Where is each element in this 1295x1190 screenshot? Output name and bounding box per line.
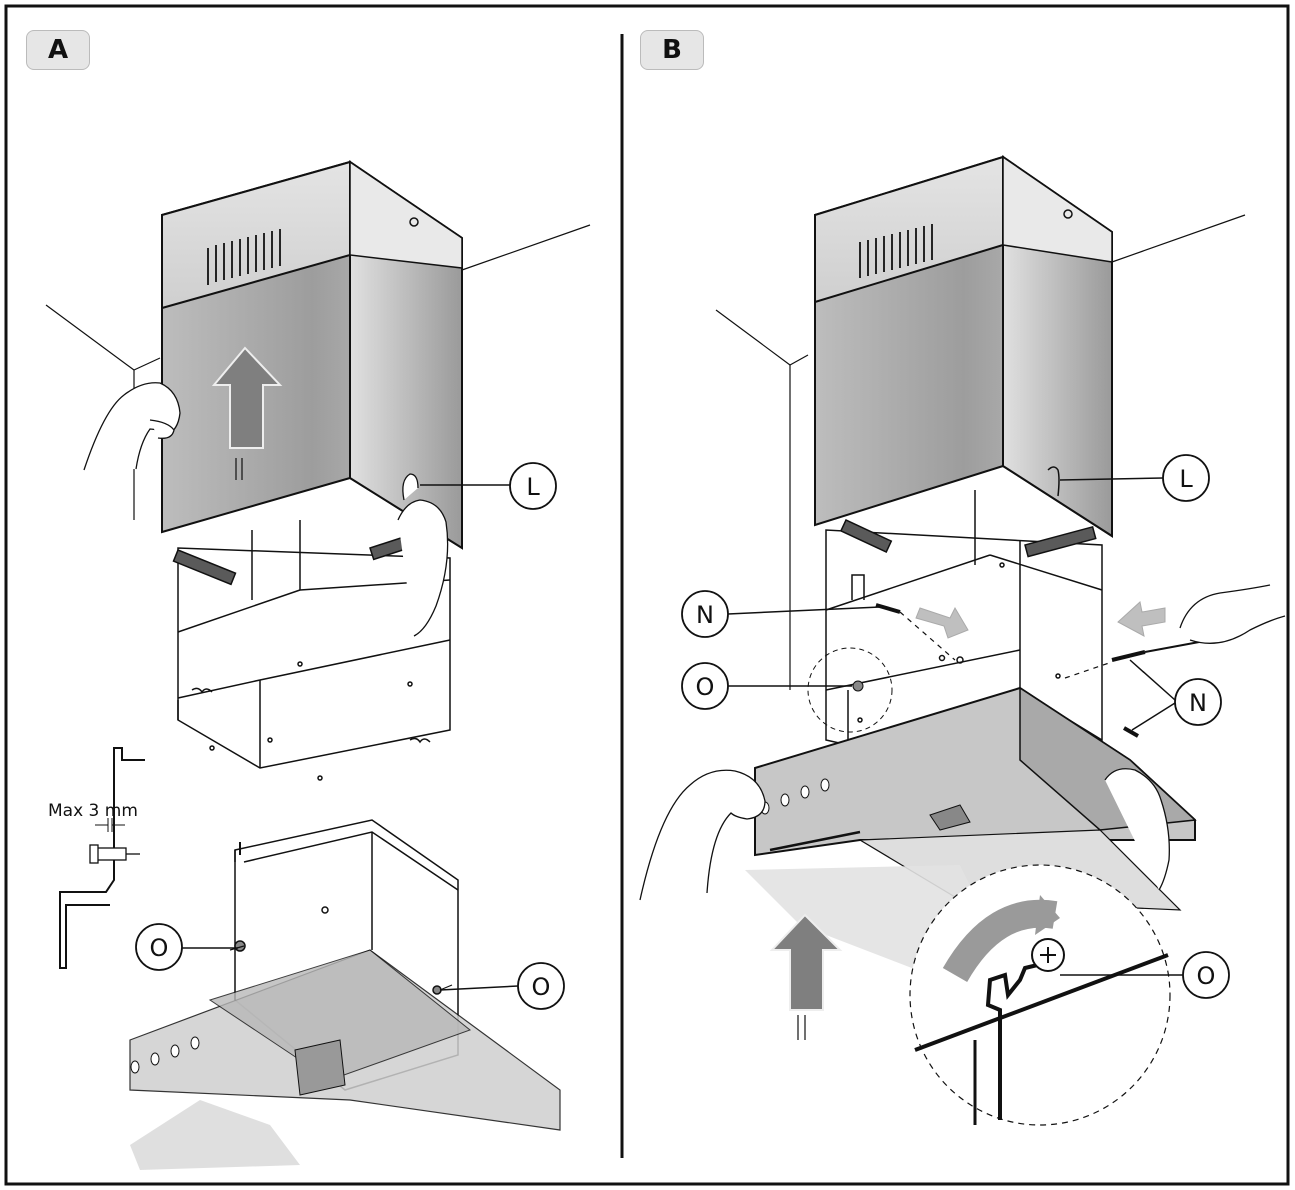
callout-label-l: L <box>1179 465 1193 493</box>
up-arrow-b <box>769 913 843 1040</box>
hand-screwdriver-b <box>1179 584 1286 644</box>
callout-label-o: O <box>1197 962 1216 990</box>
panel-label-b: B <box>640 30 704 70</box>
callout-n-b-left: N <box>681 590 881 638</box>
page-border <box>4 4 1290 1186</box>
hand-right-b <box>1104 768 1170 891</box>
callout-l-b: L <box>1047 454 1210 502</box>
hand-left-b <box>639 769 766 901</box>
callout-o-a-left: O <box>135 923 238 971</box>
panel-b-illustration: N O N L <box>639 155 1286 1126</box>
arrow-left-b <box>1117 601 1166 637</box>
arrow-right-b <box>915 606 969 639</box>
callout-l-a: L <box>420 462 557 510</box>
callout-o-b-left: O <box>681 662 852 710</box>
hand-right-a <box>397 473 449 637</box>
hand-left-a <box>83 382 181 471</box>
zoom-detail-b <box>909 864 1171 1126</box>
callout-label-o: O <box>150 934 169 962</box>
callout-label-n: N <box>1189 689 1207 717</box>
detail-marker-b <box>807 647 893 733</box>
callout-label-l: L <box>526 473 540 501</box>
inner-frame-b <box>825 490 1103 746</box>
callout-label-o: O <box>532 973 551 1001</box>
callout-o-b-zoom: O <box>1060 951 1230 999</box>
panel-a-illustration: L Max 3 mm <box>45 160 591 1170</box>
gap-detail <box>59 747 145 969</box>
callout-label-o: O <box>696 673 715 701</box>
callout-n-b-right: N <box>1129 659 1222 731</box>
max-gap-label: Max 3 mm <box>48 801 138 821</box>
chimney-upper-b <box>814 155 1113 538</box>
callout-label-n: N <box>696 601 714 629</box>
hood-canopy-a <box>129 949 561 1170</box>
panel-label-a: A <box>26 30 90 70</box>
chimney-upper-a <box>161 160 463 550</box>
callout-o-a-right: O <box>439 962 565 1010</box>
